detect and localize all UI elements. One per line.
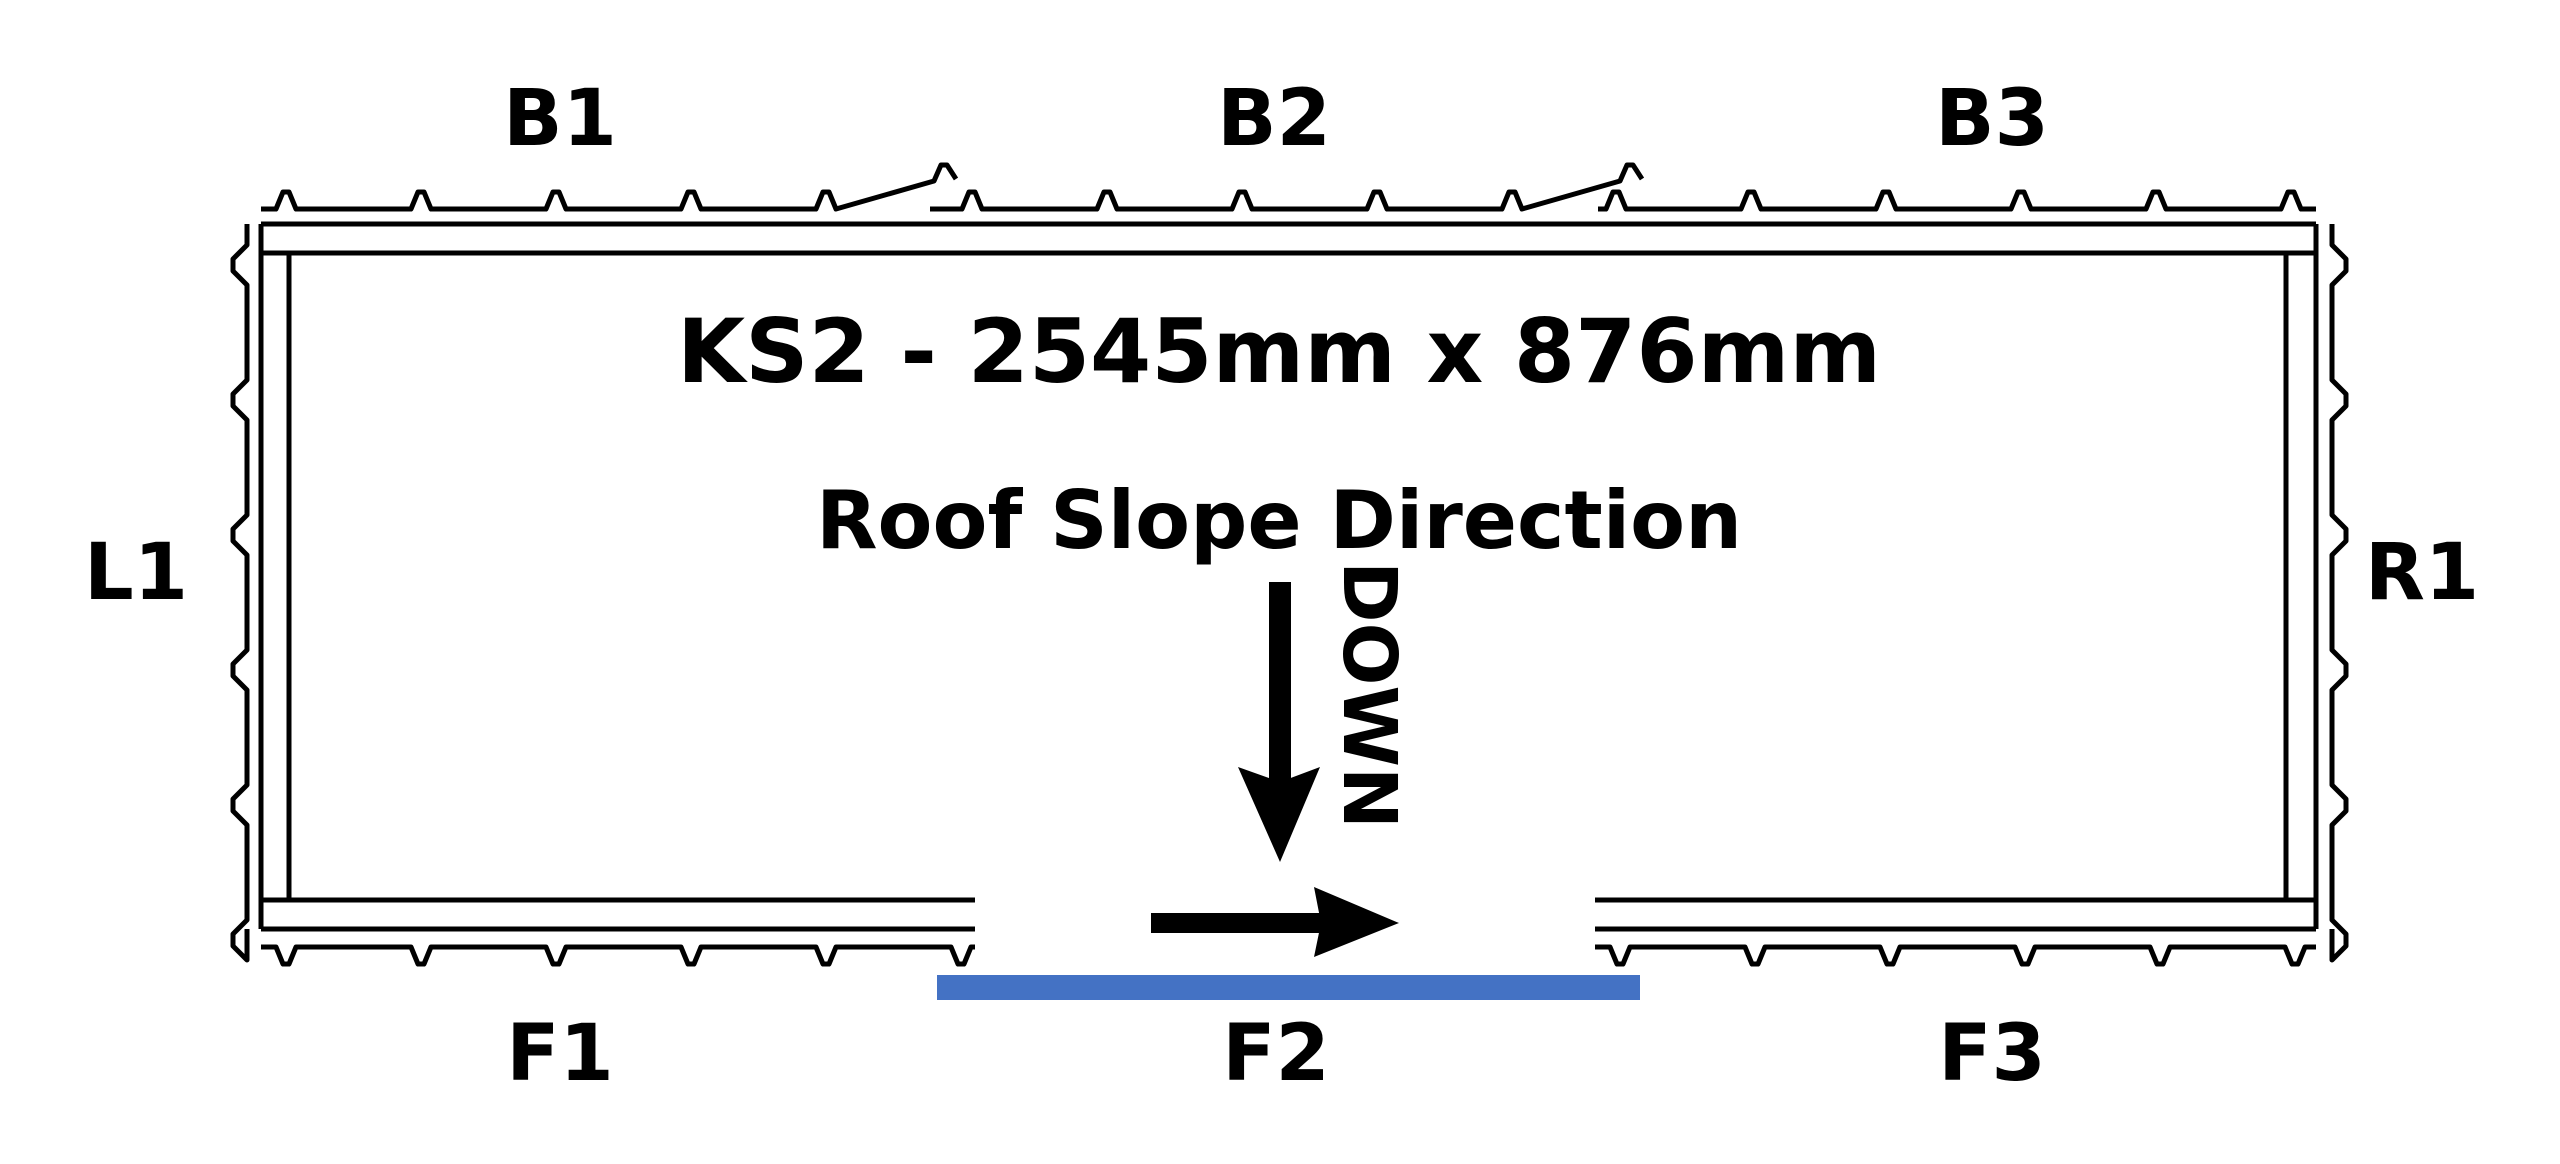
panel-title: KS2 - 2545mm x 876mm xyxy=(677,300,1881,403)
front-sheet-profile xyxy=(1595,944,2316,967)
back-sheet-profile xyxy=(261,162,959,212)
edge-label-b3: B3 xyxy=(1935,74,2049,164)
down-label: DOWN xyxy=(1326,561,1412,829)
arrow-right-icon xyxy=(1151,887,1399,957)
edge-label-l1: L1 xyxy=(84,528,188,618)
edge-label-f2: F2 xyxy=(1222,1009,1330,1099)
edge-label-b1: B1 xyxy=(503,74,617,164)
right-side-profile xyxy=(2329,224,2349,963)
front-edge-f2-highlight xyxy=(937,975,1640,1000)
arrow-down-icon xyxy=(1238,582,1320,862)
panel-frame xyxy=(258,221,2319,932)
back-sheet-profile xyxy=(930,162,1645,212)
edge-label-r1: R1 xyxy=(2365,528,2479,618)
left-side-profile xyxy=(230,224,250,963)
edge-label-f3: F3 xyxy=(1938,1009,2046,1099)
corrugation-profiles xyxy=(230,162,2349,967)
back-sheet-profile xyxy=(1598,189,2316,212)
roof-slope-label: Roof Slope Direction xyxy=(816,474,1742,567)
front-sheet-profile xyxy=(261,944,975,967)
edge-label-b2: B2 xyxy=(1217,74,1331,164)
edge-label-f1: F1 xyxy=(506,1009,614,1099)
